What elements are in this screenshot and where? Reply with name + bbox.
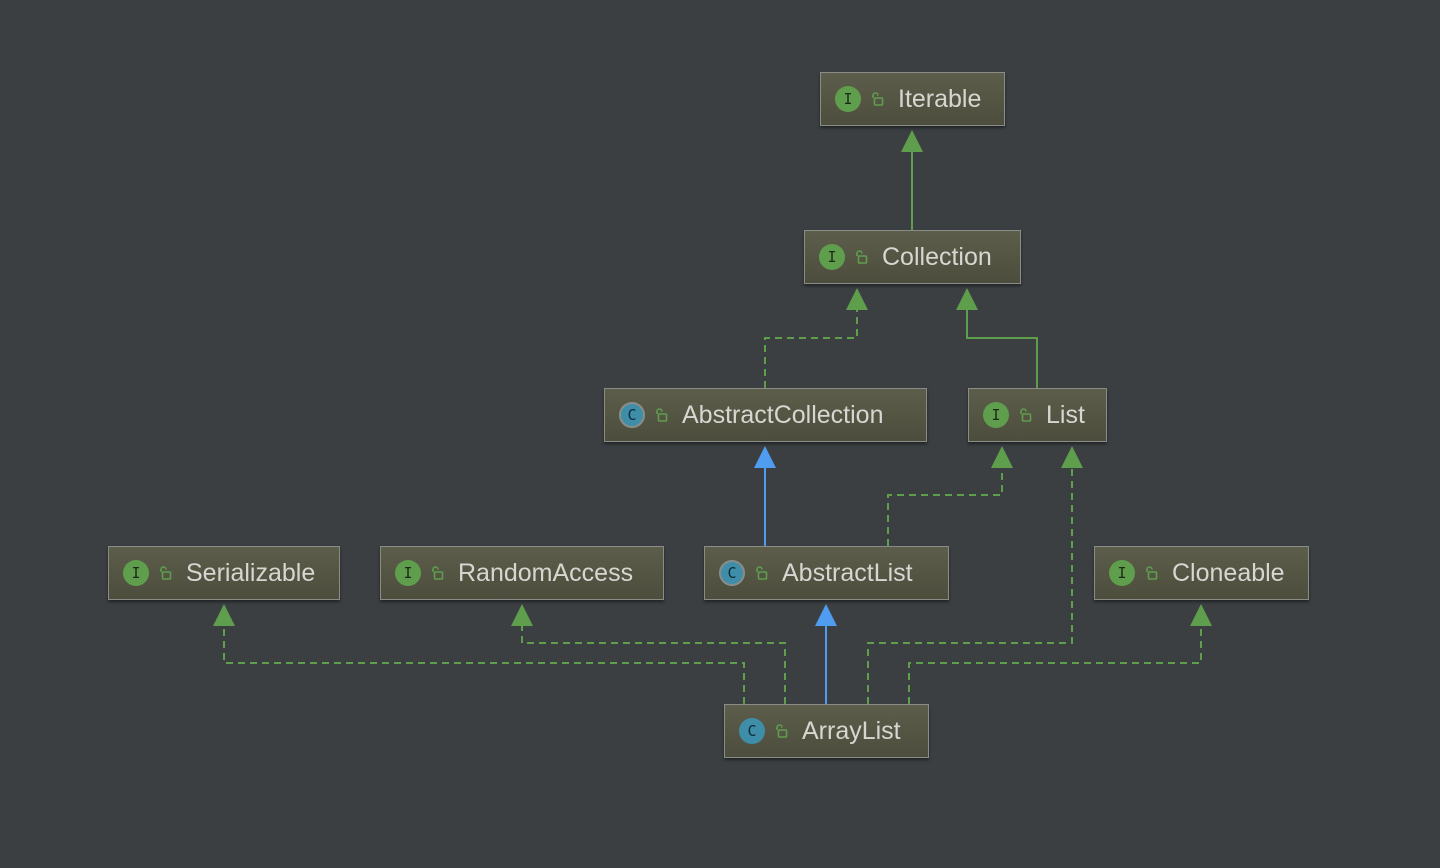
lock-icon bbox=[1020, 408, 1032, 422]
edge-array-list-to-list bbox=[867, 468, 1073, 704]
node-list[interactable]: I List bbox=[968, 388, 1107, 442]
node-abstract-collection[interactable]: C AbstractCollection bbox=[604, 388, 927, 442]
node-abstract-list[interactable]: C AbstractList bbox=[704, 546, 949, 600]
lock-icon bbox=[776, 724, 788, 738]
edge-abstract-list-to-list bbox=[887, 468, 1003, 546]
arrowhead-list-to-collection bbox=[956, 288, 978, 310]
arrowhead-abstract-collection-to-collection bbox=[846, 288, 868, 310]
node-label: RandomAccess bbox=[458, 558, 634, 587]
node-label: Serializable bbox=[186, 558, 316, 587]
node-label: Collection bbox=[882, 242, 992, 271]
node-serializable[interactable]: I Serializable bbox=[108, 546, 340, 600]
interface-icon: I bbox=[819, 244, 845, 270]
edge-abstract-collection-to-collection bbox=[764, 310, 858, 388]
edge-array-list-to-cloneable bbox=[908, 626, 1202, 704]
lock-icon bbox=[872, 92, 884, 106]
abstract-class-icon: C bbox=[719, 560, 745, 586]
node-label: AbstractList bbox=[782, 558, 913, 587]
arrowhead-abstract-list-to-abstract-collection bbox=[754, 446, 776, 468]
node-label: Cloneable bbox=[1172, 558, 1285, 587]
node-label: ArrayList bbox=[802, 716, 901, 745]
arrowhead-array-list-to-abstract-list bbox=[815, 604, 837, 626]
arrowhead-array-list-to-serializable bbox=[213, 604, 235, 626]
lock-icon bbox=[1146, 566, 1158, 580]
interface-icon: I bbox=[983, 402, 1009, 428]
lock-icon bbox=[756, 566, 768, 580]
lock-icon bbox=[160, 566, 172, 580]
arrowhead-abstract-list-to-list bbox=[991, 446, 1013, 468]
node-label: AbstractCollection bbox=[682, 400, 884, 429]
arrowhead-array-list-to-list bbox=[1061, 446, 1083, 468]
edge-list-to-collection bbox=[966, 310, 1038, 388]
lock-icon bbox=[432, 566, 444, 580]
node-cloneable[interactable]: I Cloneable bbox=[1094, 546, 1309, 600]
node-random-access[interactable]: I RandomAccess bbox=[380, 546, 664, 600]
node-label: List bbox=[1046, 400, 1085, 429]
lock-icon bbox=[856, 250, 868, 264]
node-array-list[interactable]: C ArrayList bbox=[724, 704, 929, 758]
node-collection[interactable]: I Collection bbox=[804, 230, 1021, 284]
node-label: Iterable bbox=[898, 84, 982, 113]
class-icon: C bbox=[739, 718, 765, 744]
arrowhead-array-list-to-random-access bbox=[511, 604, 533, 626]
interface-icon: I bbox=[1109, 560, 1135, 586]
edge-array-list-to-serializable bbox=[223, 626, 745, 704]
lock-icon bbox=[656, 408, 668, 422]
interface-icon: I bbox=[123, 560, 149, 586]
interface-icon: I bbox=[395, 560, 421, 586]
arrowhead-array-list-to-cloneable bbox=[1190, 604, 1212, 626]
arrowhead-collection-to-iterable bbox=[901, 130, 923, 152]
edge-array-list-to-random-access bbox=[521, 626, 786, 704]
interface-icon: I bbox=[835, 86, 861, 112]
node-iterable[interactable]: I Iterable bbox=[820, 72, 1005, 126]
abstract-class-icon: C bbox=[619, 402, 645, 428]
